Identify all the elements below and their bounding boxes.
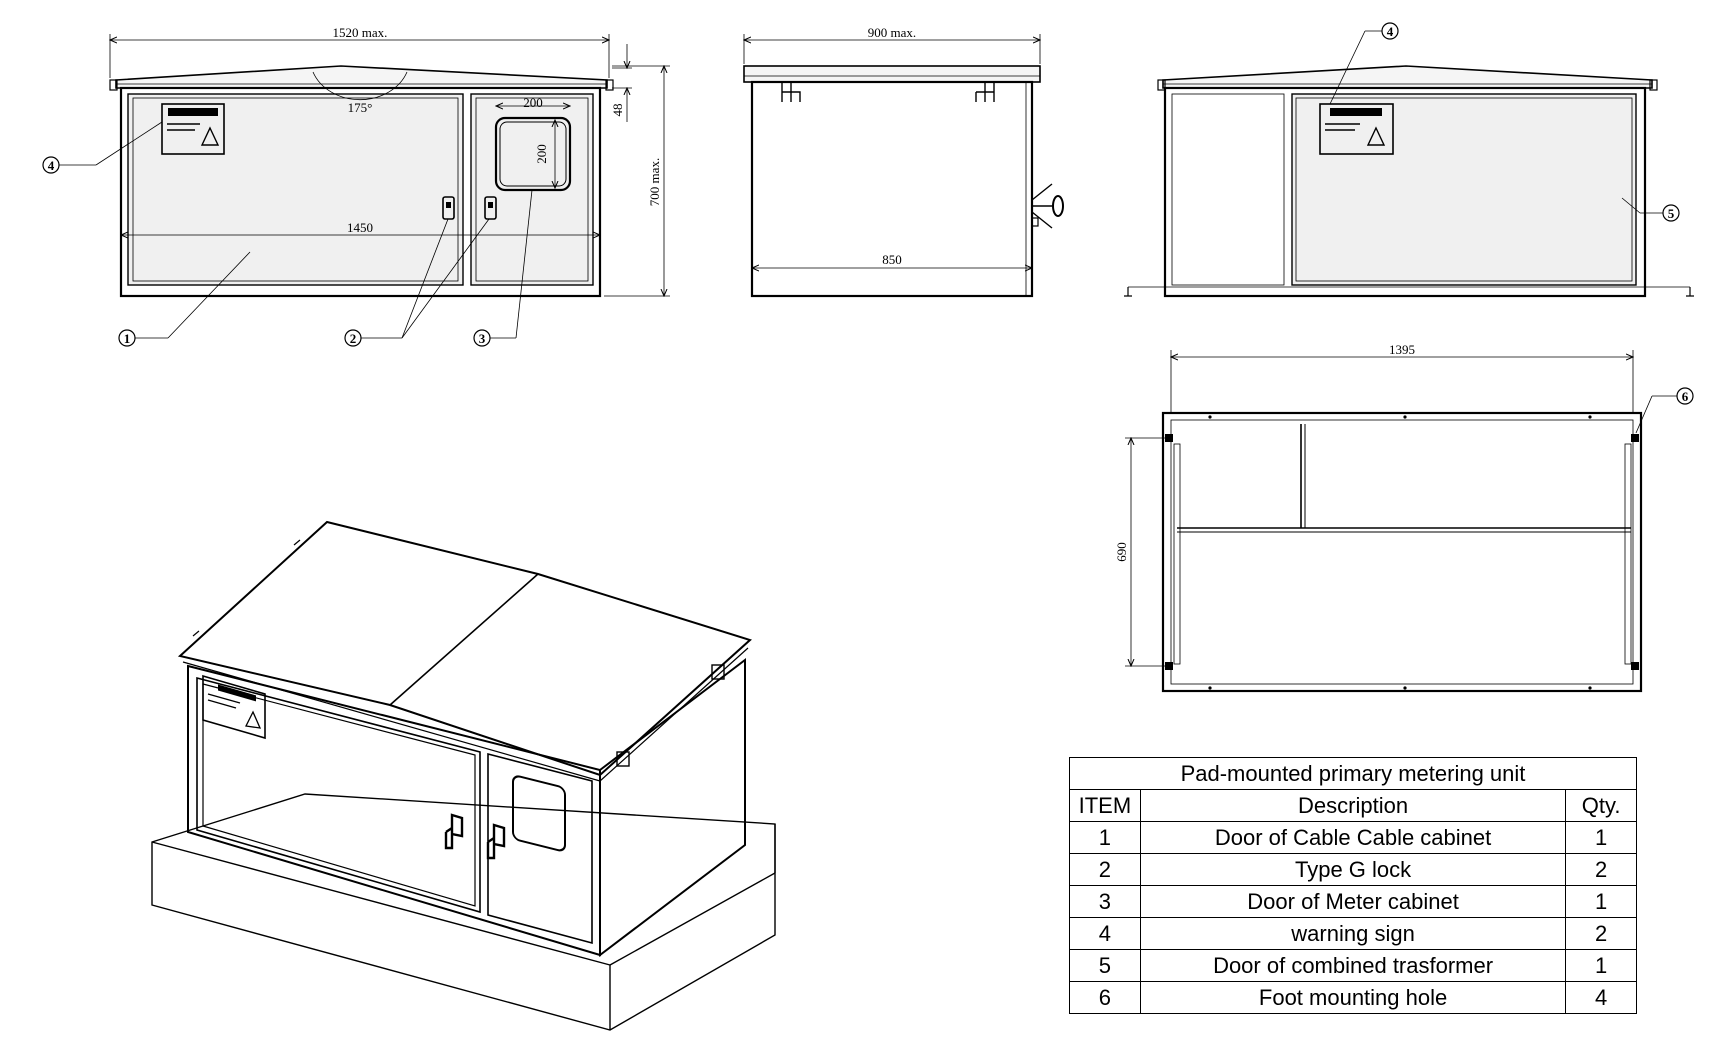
callout-3: 3 (473, 189, 533, 347)
table-row: 4 warning sign 2 (1069, 917, 1637, 950)
callout-2: 2 (344, 218, 490, 347)
cell-description: Foot mounting hole (1139, 981, 1567, 1014)
lifting-lug-left (109, 79, 118, 91)
dim-front-height: 700 max. (647, 158, 662, 206)
cell-item: 6 (1069, 981, 1141, 1014)
header-description: Description (1139, 789, 1567, 822)
dim-window-height: 200 (534, 144, 549, 164)
dim-front-width: 1520 max. (333, 25, 388, 40)
top-view: 1395 690 6 (1114, 342, 1694, 693)
meter-window (494, 116, 572, 192)
cell-qty: 1 (1565, 821, 1637, 854)
header-item: ITEM (1069, 789, 1141, 822)
svg-text:4: 4 (1387, 24, 1394, 39)
iso-meter-window (512, 775, 566, 852)
lifting-lug-right (605, 79, 614, 91)
concrete-pad (151, 793, 776, 1031)
side-view: 900 max. 850 (743, 25, 1064, 298)
callout-4-front: 4 (42, 121, 163, 174)
cell-description: Door of Cable Cable cabinet (1139, 821, 1567, 854)
dim-front-inner: 1450 (347, 220, 373, 235)
cell-qty: 2 (1565, 917, 1637, 950)
type-g-lock-2 (484, 196, 497, 220)
isometric-view (151, 520, 776, 1031)
cell-qty: 2 (1565, 853, 1637, 886)
warning-sign-front (161, 103, 225, 155)
cell-qty: 1 (1565, 885, 1637, 918)
iso-front-face (187, 664, 601, 957)
table-row: 2 Type G lock 2 (1069, 853, 1637, 886)
callout-5: 5 (1621, 197, 1680, 222)
table-row: 3 Door of Meter cabinet 1 (1069, 885, 1637, 918)
rear-roof (1162, 65, 1653, 89)
dim-side-width: 900 max. (868, 25, 916, 40)
callout-1: 1 (118, 251, 251, 347)
rear-view: 4 5 (1124, 22, 1694, 298)
side-lock (1031, 183, 1064, 229)
combined-transformer-door (1291, 93, 1637, 286)
svg-text:1: 1 (124, 331, 131, 346)
table-row: 6 Foot mounting hole 4 (1069, 981, 1637, 1014)
type-g-lock-1 (442, 196, 455, 220)
iso-warning-sign (202, 674, 266, 740)
cell-description: warning sign (1139, 917, 1567, 950)
svg-text:5: 5 (1668, 206, 1675, 221)
callout-6: 6 (1635, 387, 1694, 434)
cable-cabinet-door (127, 93, 464, 286)
cell-item: 3 (1069, 885, 1141, 918)
table-row: 1 Door of Cable Cable cabinet 1 (1069, 821, 1637, 854)
table-title: Pad-mounted primary metering unit (1069, 757, 1637, 790)
cell-item: 2 (1069, 853, 1141, 886)
cell-description: Type G lock (1139, 853, 1567, 886)
svg-text:6: 6 (1682, 389, 1689, 404)
cell-qty: 4 (1565, 981, 1637, 1014)
header-qty: Qty. (1565, 789, 1637, 822)
cell-description: Door of combined trasformer (1139, 949, 1567, 982)
cell-description: Door of Meter cabinet (1139, 885, 1567, 918)
cell-item: 4 (1069, 917, 1141, 950)
callout-4-rear: 4 (1329, 22, 1399, 105)
top-body (1161, 411, 1643, 693)
svg-text:2: 2 (350, 331, 357, 346)
dim-top-width: 1395 (1389, 342, 1415, 357)
mounting-holes (1165, 415, 1639, 690)
dim-window-width: 200 (523, 95, 543, 110)
dim-roof-angle: 175° (348, 100, 373, 115)
table-title-row: Pad-mounted primary metering unit (1069, 757, 1637, 790)
svg-text:4: 4 (48, 158, 55, 173)
front-view: 1520 max. 1450 200 200 48 700 max. 175° … (42, 25, 670, 347)
cell-item: 5 (1069, 949, 1141, 982)
table-row: 5 Door of combined trasformer 1 (1069, 949, 1637, 982)
dim-top-depth: 690 (1114, 542, 1129, 562)
cell-item: 1 (1069, 821, 1141, 854)
table-header-row: ITEM Description Qty. (1069, 789, 1637, 822)
front-roof (115, 65, 608, 89)
side-roof (743, 65, 1041, 83)
dim-side-inner: 850 (882, 252, 902, 267)
warning-sign-rear (1319, 103, 1394, 155)
svg-text:3: 3 (479, 331, 486, 346)
cell-qty: 1 (1565, 949, 1637, 982)
parts-table: Pad-mounted primary metering unit ITEM D… (1069, 757, 1637, 1014)
dim-roof-height: 48 (610, 104, 625, 117)
side-body (750, 80, 1034, 298)
